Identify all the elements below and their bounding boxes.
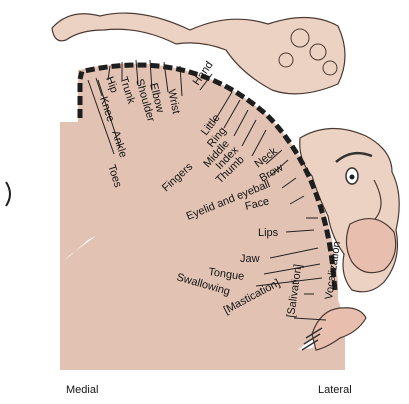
motor-band-segment [213,80,221,84]
lateral-label: Lateral [318,384,352,396]
motor-band-segment [150,65,159,66]
motor-band-segment [305,168,309,176]
eye-pupil [350,175,355,180]
toe [291,29,309,47]
toe [323,61,337,75]
edge-bracket [6,182,10,206]
motor-band-segment [111,66,120,67]
label-lips: Lips [258,227,279,239]
toe [279,53,293,67]
motor-band-segment [99,67,108,68]
label-jaw: Jaw [240,253,260,265]
motor-band-segment [323,217,325,226]
toe [310,44,326,60]
lips-shape [346,219,395,273]
motor-band-segment [316,192,319,200]
motor-band-segment [320,205,323,214]
motor-band-segment [86,69,95,71]
motor-band-segment [80,72,82,79]
motor-band-segment [311,180,314,188]
motor-band-segment [327,230,329,239]
medial-label: Medial [66,384,98,396]
